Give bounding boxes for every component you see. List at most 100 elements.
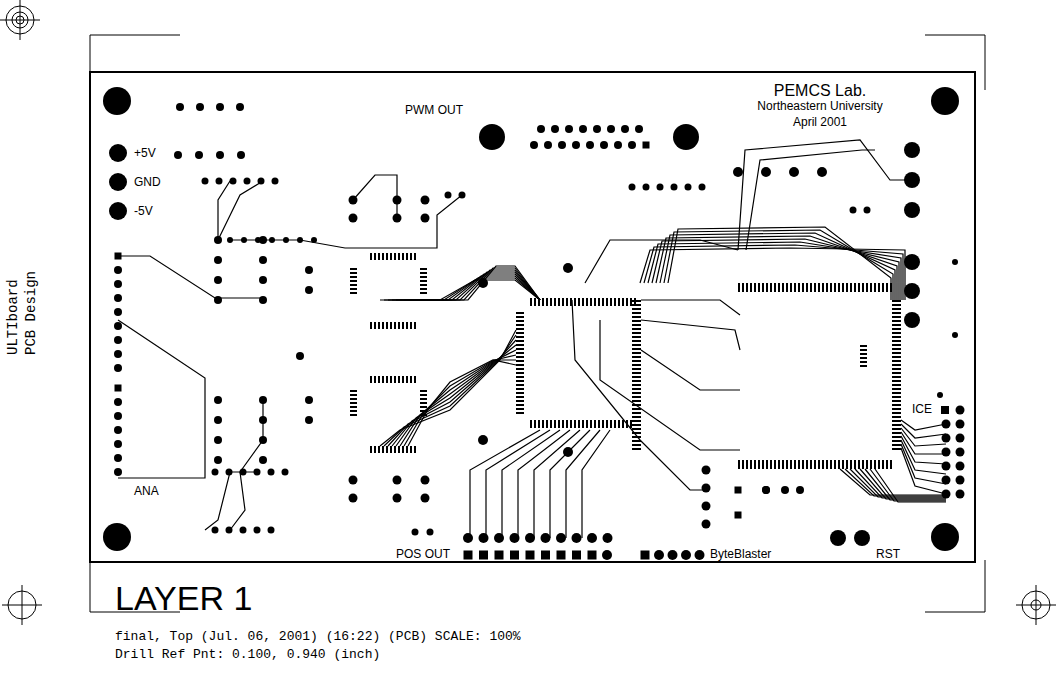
pad	[654, 550, 664, 560]
smd-pin	[542, 298, 544, 306]
pad	[931, 523, 959, 551]
smd-pin	[758, 283, 760, 292]
smd-pin	[762, 283, 764, 292]
smd-pin	[860, 345, 867, 347]
smd-pin	[350, 280, 357, 282]
square-pad	[115, 385, 122, 392]
pad	[621, 125, 629, 133]
smd-pin	[374, 322, 376, 329]
smd-pin	[420, 268, 427, 270]
smd-pin	[602, 420, 604, 428]
smd-pin	[892, 384, 901, 386]
smd-pin	[870, 460, 872, 469]
smd-pin	[632, 376, 641, 378]
trace	[550, 430, 590, 538]
smd-pin	[594, 298, 596, 306]
square-pad	[643, 142, 650, 149]
smd-pin	[778, 283, 780, 292]
pad	[572, 533, 582, 543]
pad	[537, 125, 545, 133]
pad	[393, 476, 402, 485]
smd-pin	[516, 340, 524, 342]
smd-pin	[892, 412, 901, 414]
smd-pin	[822, 283, 824, 292]
smd-pin	[790, 283, 792, 292]
smd-pin	[350, 390, 357, 392]
smd-pin	[892, 408, 901, 410]
square-pad	[557, 551, 566, 560]
smd-pin	[516, 328, 524, 330]
square-pad	[735, 487, 742, 494]
trace	[396, 350, 516, 446]
pad	[214, 436, 222, 444]
smd-pin	[420, 284, 427, 286]
smd-pin	[806, 460, 808, 469]
smd-pin	[742, 283, 744, 292]
pad	[268, 469, 275, 476]
smd-pin	[516, 392, 524, 394]
smd-pin	[516, 384, 524, 386]
pad	[237, 151, 245, 159]
smd-pin	[390, 376, 392, 383]
smd-pin	[370, 253, 372, 260]
smd-pin	[394, 446, 396, 453]
smd-pin	[750, 460, 752, 469]
smd-pin	[886, 460, 888, 469]
trace	[470, 430, 540, 538]
pad	[214, 456, 222, 464]
smd-pin	[582, 420, 584, 428]
smd-pin	[866, 460, 868, 469]
pad	[421, 494, 430, 503]
smd-pin	[350, 402, 357, 404]
smd-pin	[892, 340, 901, 342]
smd-pin	[574, 298, 576, 306]
trace	[384, 278, 540, 300]
pad	[114, 440, 122, 448]
smd-pin	[410, 322, 412, 329]
smd-pin	[874, 283, 876, 292]
trace	[566, 430, 600, 538]
board-label: PCB Design	[24, 271, 39, 355]
trace	[400, 270, 540, 300]
smd-pin	[892, 380, 901, 382]
smd-pin	[892, 436, 901, 438]
smd-pin	[350, 414, 357, 416]
smd-pin	[842, 460, 844, 469]
smd-pin	[754, 283, 756, 292]
smd-pin	[630, 420, 632, 428]
pad	[212, 527, 219, 534]
smd-pin	[806, 283, 808, 292]
pad	[305, 286, 313, 294]
smd-pin	[386, 376, 388, 383]
smd-pin	[632, 344, 641, 346]
pad	[114, 266, 122, 274]
pad	[607, 125, 615, 133]
smd-pin	[810, 283, 812, 292]
smd-pin	[632, 352, 641, 354]
pad	[657, 184, 664, 191]
smd-pin	[892, 324, 901, 326]
smd-pin	[420, 280, 427, 282]
pad	[109, 144, 127, 162]
smd-pin	[854, 283, 856, 292]
trace	[840, 469, 946, 495]
smd-pin	[846, 460, 848, 469]
board-label: Drill Ref Pnt: 0.100, 0.940 (inch)	[115, 648, 380, 662]
pad	[702, 466, 711, 475]
smd-pin	[382, 446, 384, 453]
trace	[901, 448, 946, 494]
board-label: Northeastern University	[722, 100, 918, 113]
pad	[305, 396, 313, 404]
smd-pin	[614, 298, 616, 306]
smd-pin	[892, 420, 901, 422]
smd-pin	[632, 348, 641, 350]
smd-pin	[892, 444, 901, 446]
smd-pin	[406, 322, 408, 329]
smd-pin	[850, 283, 852, 292]
smd-pin	[892, 372, 901, 374]
pad	[214, 416, 222, 424]
pad	[681, 550, 691, 560]
pad	[114, 322, 122, 330]
smd-pin	[516, 344, 524, 346]
smd-pin	[566, 420, 568, 428]
